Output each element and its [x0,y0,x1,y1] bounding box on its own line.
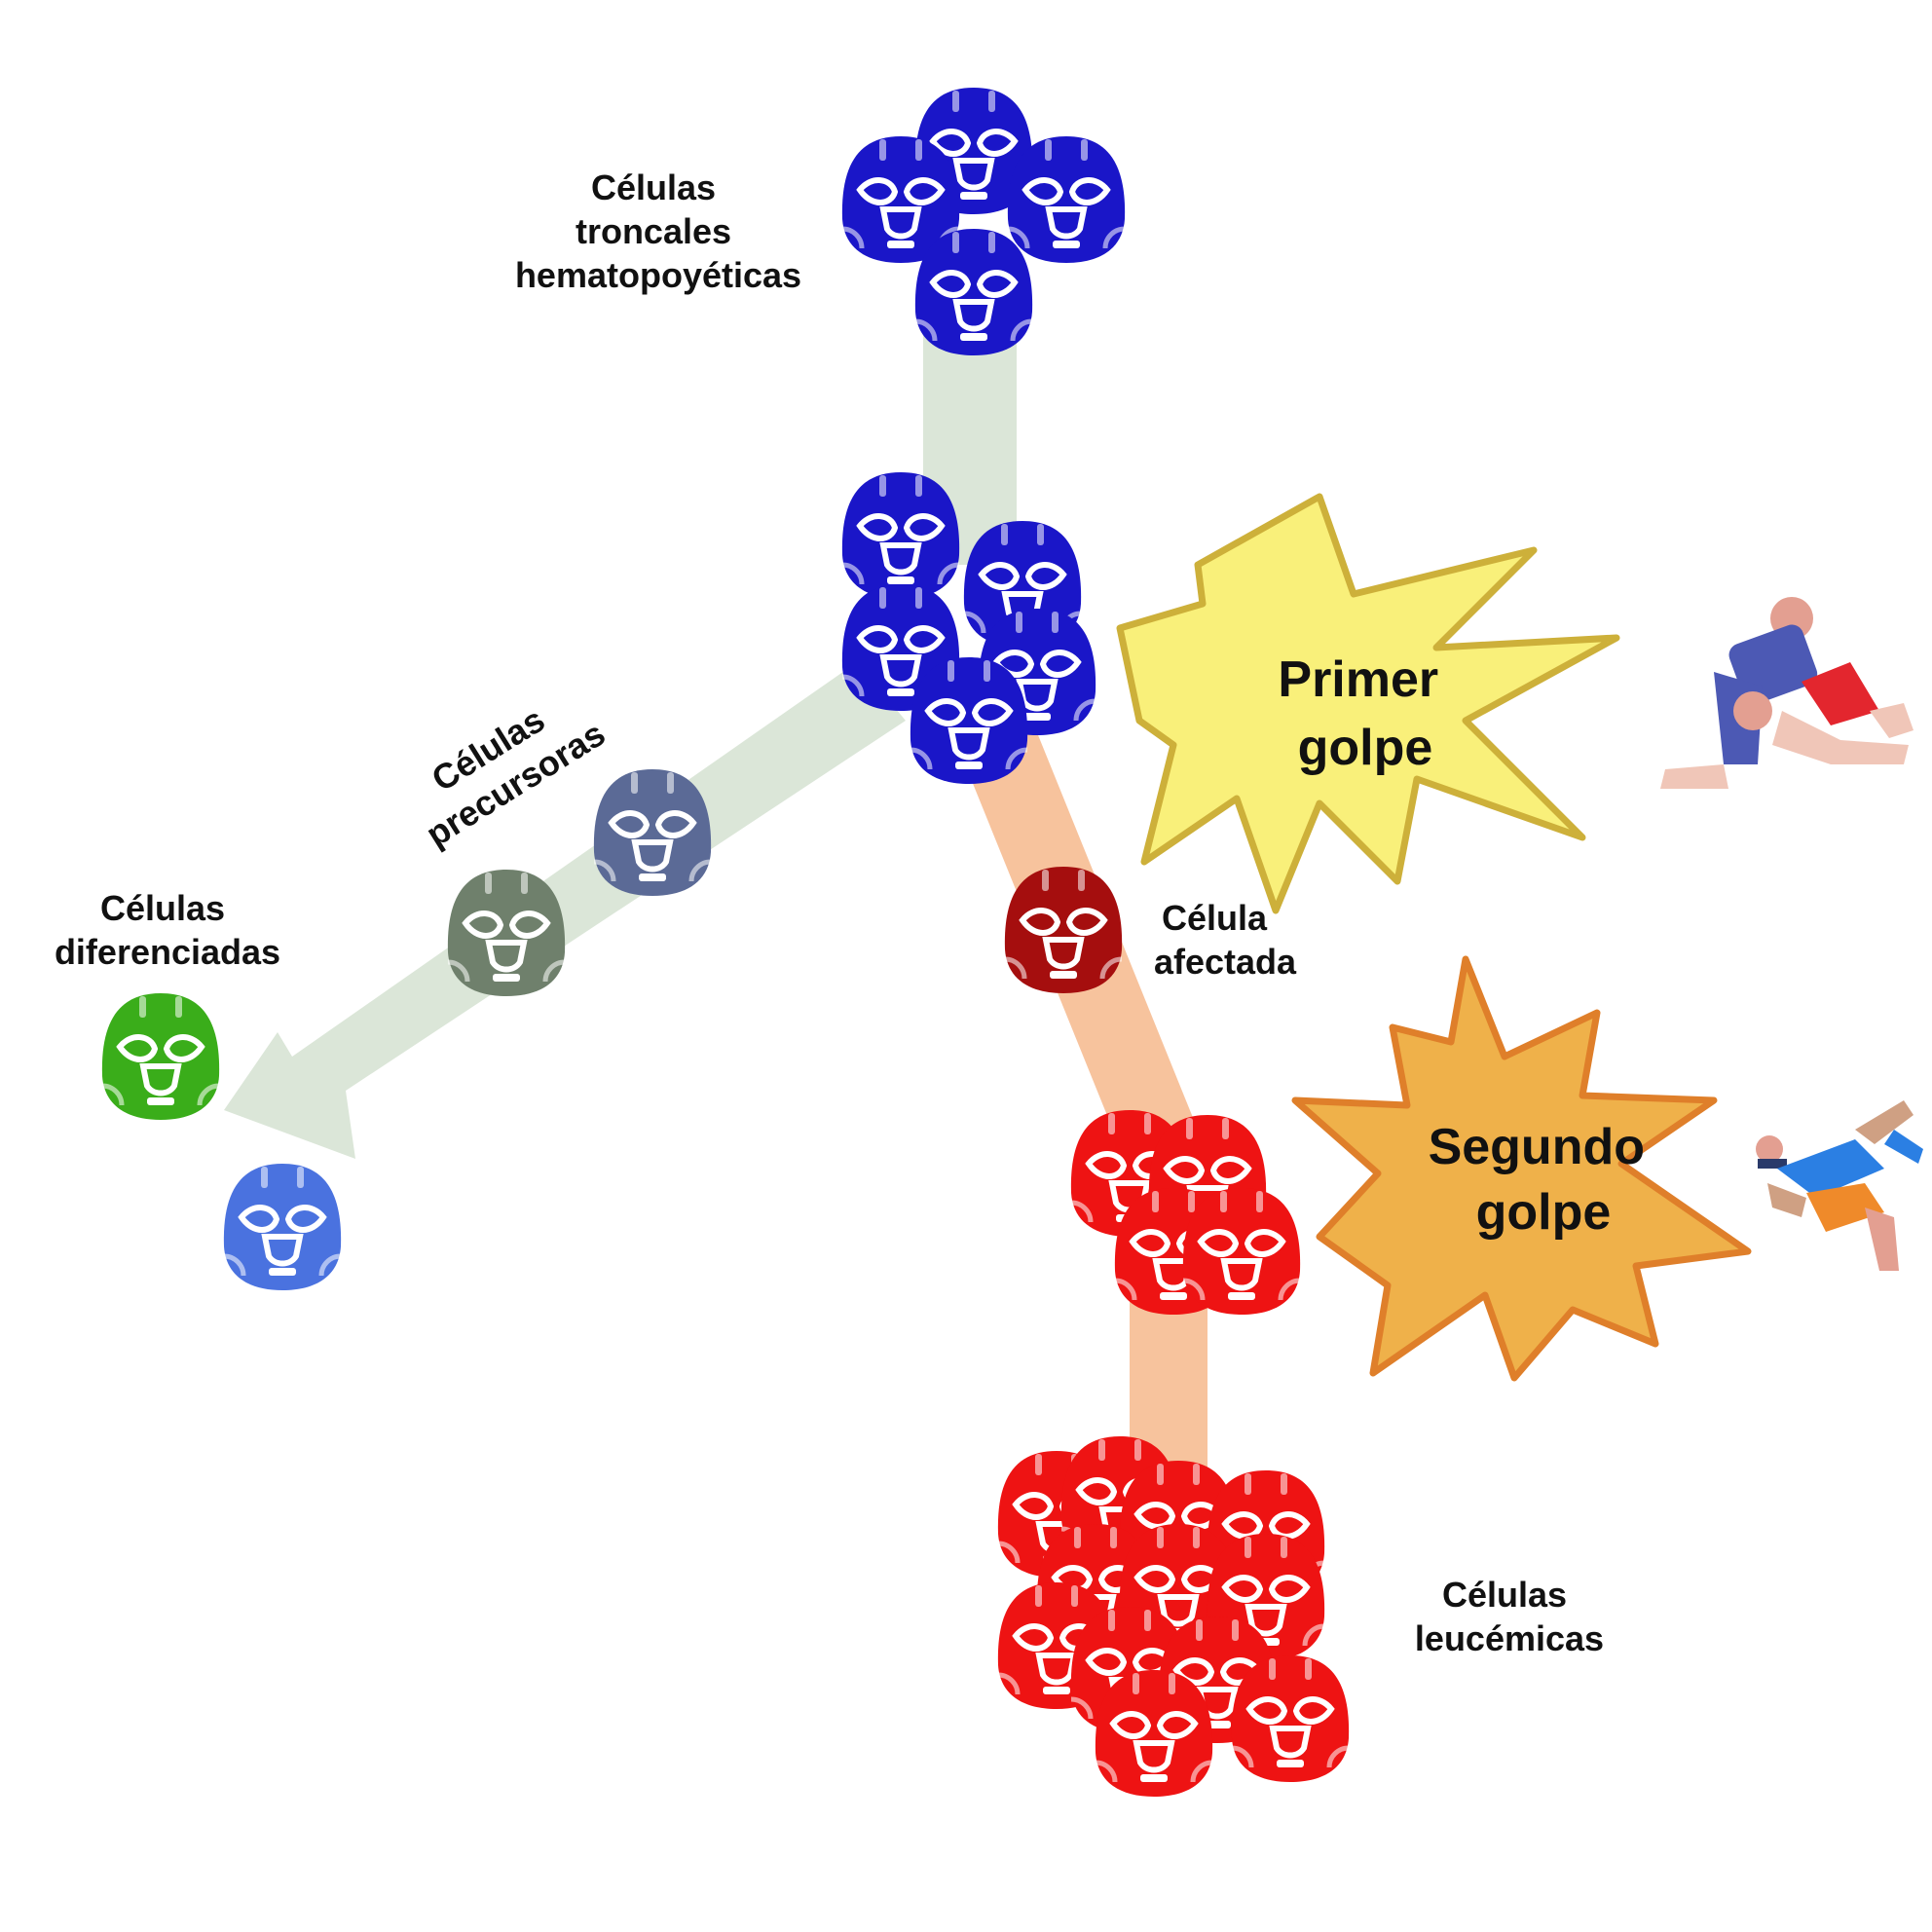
wrestling-mask-icon [910,657,1027,784]
wrestling-mask-icon [1005,867,1122,993]
first-hit-text: Primer golpe [1278,651,1452,776]
differentiated-cells-label: Células diferenciadas [55,888,280,972]
affected-cell-label: Célula afectada [1154,898,1297,982]
precursor-cells-label: Células precursoras [395,676,612,854]
wrestling-mask-icon [594,769,711,896]
wrestling-mask-icon [915,229,1032,355]
stem-cell-cluster [842,88,1125,355]
affected-cell [1005,867,1122,993]
wrestling-mask-icon [102,993,219,1120]
differentiation-arrow [224,662,906,1159]
wrestling-mask-icon [1008,136,1125,263]
leukemic-cluster-small [1071,1110,1300,1315]
leukemic-cells-label: Células leucémicas [1415,1575,1604,1658]
wrestling-mask-icon [448,870,565,996]
wrestling-mask-icon [1096,1670,1212,1797]
leukemic-cluster-large [998,1436,1349,1797]
wrestling-mask-icon [1183,1188,1300,1315]
first-hit-burst: Primer golpe [1116,493,1620,914]
differentiated-cells [102,993,341,1290]
wrestlers-icon [1756,1100,1923,1271]
second-hit-text: Segundo golpe [1429,1119,1659,1241]
wrestling-mask-icon [1232,1655,1349,1782]
wrestling-mask-icon [842,472,959,599]
second-hit-burst: Segundo golpe [1291,955,1752,1382]
wrestling-mask-icon [224,1164,341,1290]
wrestlers-icon [1660,597,1913,789]
stem-cells-label: Células troncales hematopoyéticas [515,167,801,295]
